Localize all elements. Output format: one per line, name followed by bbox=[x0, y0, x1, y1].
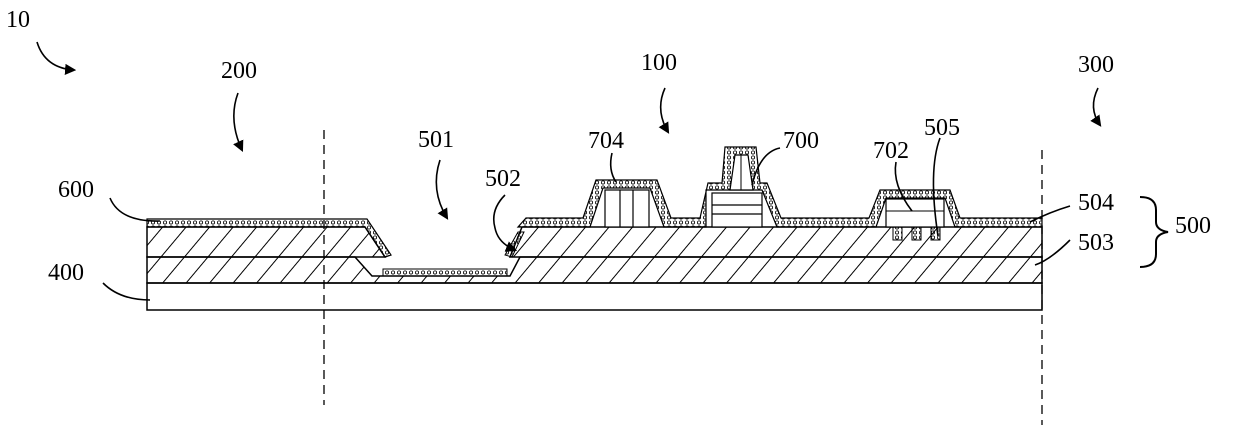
label-200: 200 bbox=[221, 58, 257, 84]
label-501: 501 bbox=[418, 127, 454, 153]
label-figure-number: 10 bbox=[6, 7, 30, 33]
label-504: 504 bbox=[1078, 190, 1114, 216]
label-300: 300 bbox=[1078, 52, 1114, 78]
label-702: 702 bbox=[873, 138, 909, 164]
leader-400 bbox=[103, 283, 150, 300]
leader-504 bbox=[1030, 206, 1070, 222]
leader-704 bbox=[611, 153, 616, 182]
upper-layer-right bbox=[510, 227, 1042, 257]
leader-600 bbox=[110, 198, 160, 221]
label-502: 502 bbox=[485, 166, 521, 192]
upper-layer bbox=[147, 227, 385, 257]
label-500: 500 bbox=[1175, 213, 1211, 239]
label-704: 704 bbox=[588, 128, 624, 154]
arrow-501 bbox=[436, 160, 447, 218]
layer-stack-brace bbox=[1140, 197, 1168, 267]
device-704 bbox=[605, 190, 649, 227]
cover-layer-right bbox=[518, 147, 1042, 227]
arrow-200 bbox=[234, 93, 242, 150]
arrow-100 bbox=[661, 88, 668, 132]
label-400: 400 bbox=[48, 260, 84, 286]
opening-bottom-cover bbox=[383, 269, 507, 276]
label-505: 505 bbox=[924, 115, 960, 141]
label-700: 700 bbox=[783, 128, 819, 154]
arrow-300 bbox=[1093, 88, 1100, 125]
label-600: 600 bbox=[58, 177, 94, 203]
label-503: 503 bbox=[1078, 230, 1114, 256]
label-100: 100 bbox=[641, 50, 677, 76]
arrow-10 bbox=[37, 42, 74, 70]
substrate-layer bbox=[147, 283, 1042, 310]
lower-layer bbox=[147, 257, 1042, 283]
leader-502 bbox=[494, 195, 515, 250]
